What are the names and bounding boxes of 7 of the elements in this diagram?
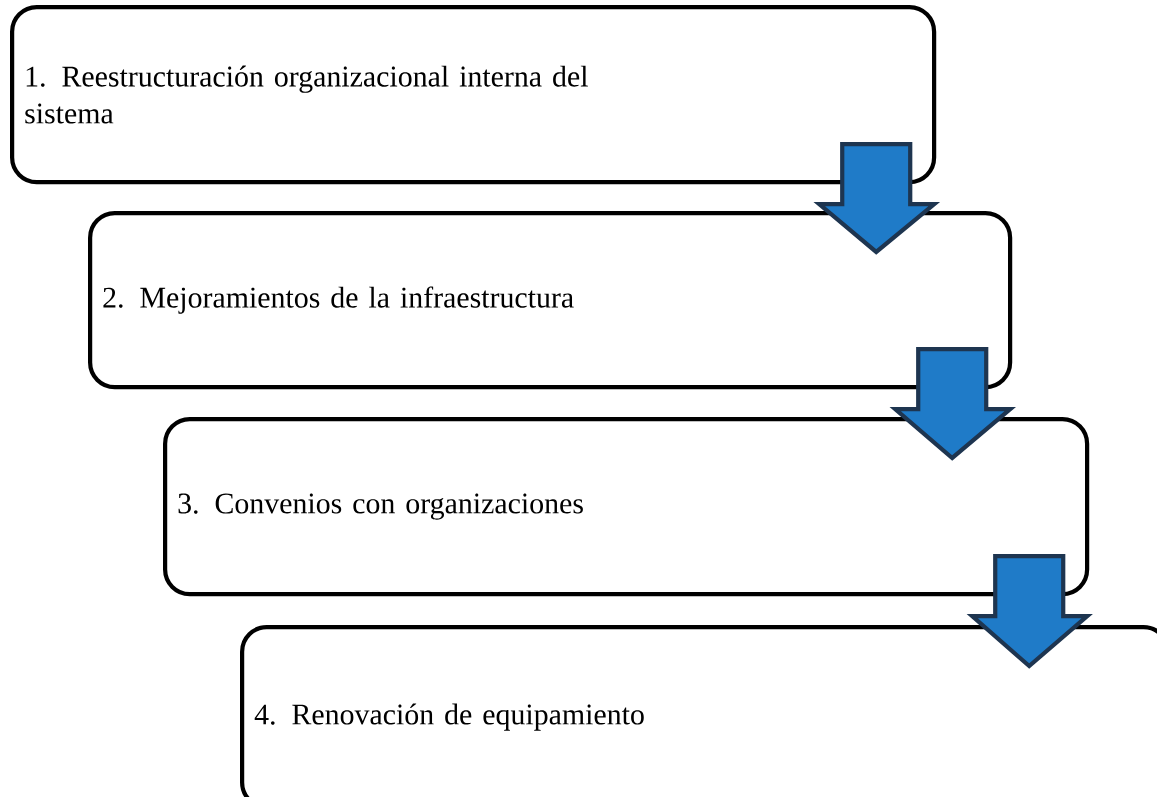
- step-box: 4. Renovación de equipamiento: [240, 625, 1157, 797]
- step-box: 1. Reestructuración organizacional interna del sistema: [10, 5, 937, 185]
- block-arrow: [966, 554, 1093, 669]
- block-arrow: [889, 347, 1016, 461]
- step-box: 3. Convenios con organizaciones: [163, 417, 1090, 597]
- step-box: 2. Mejoramientos de la infraestructura: [88, 211, 1013, 390]
- block-arrow: [813, 142, 941, 255]
